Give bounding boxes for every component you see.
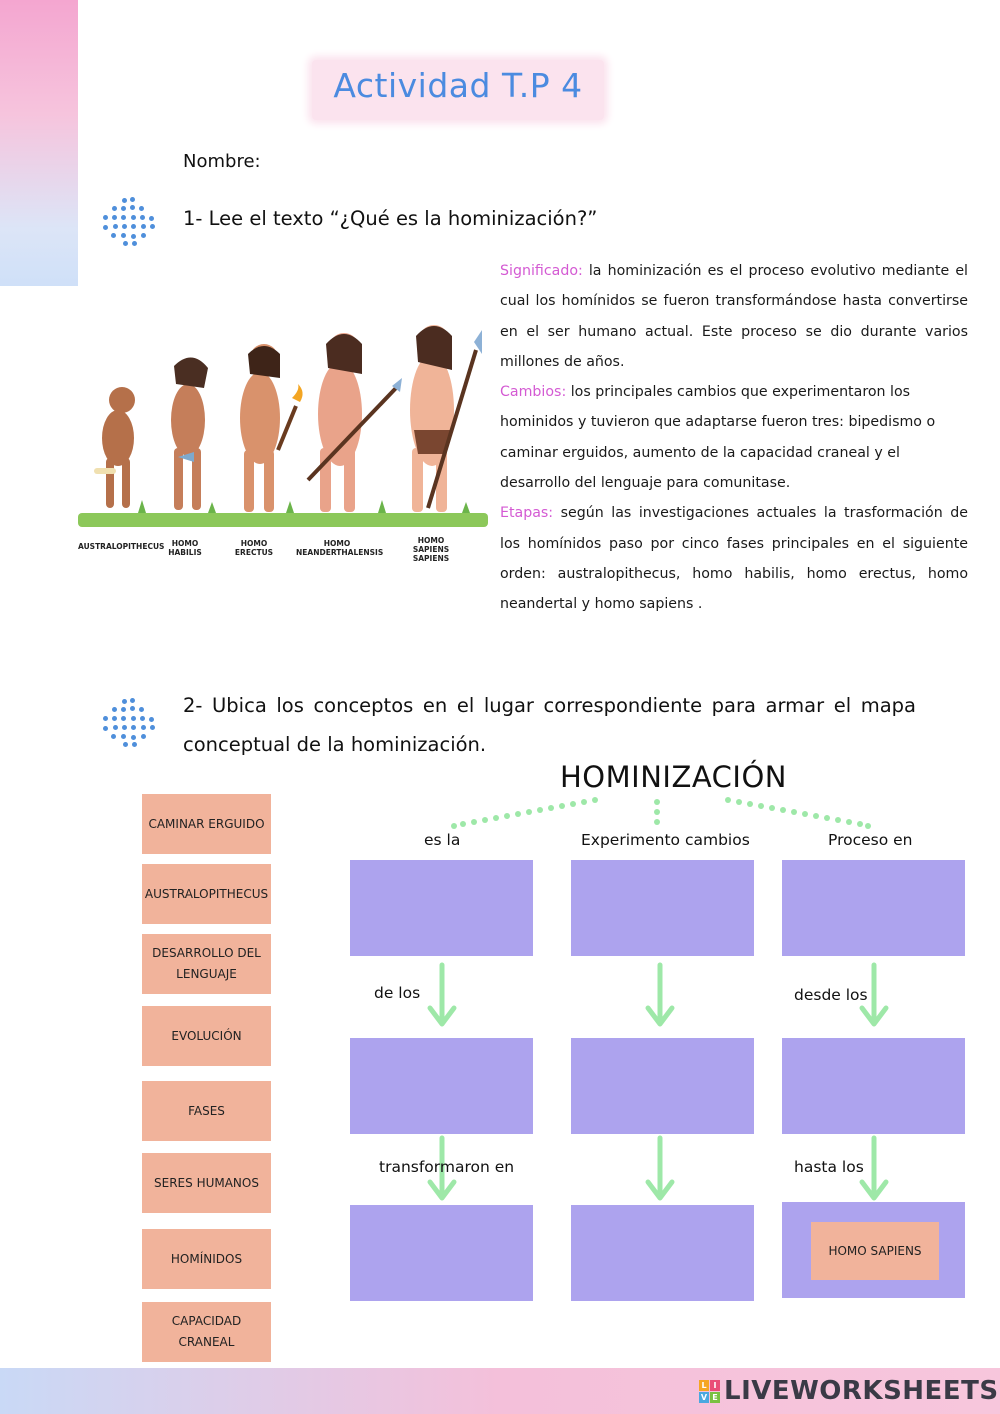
branch-label: Experimento cambios <box>581 831 750 849</box>
branch-label: es la <box>424 831 461 849</box>
footer-brand[interactable]: LIVEWORKSHEETS <box>724 1376 999 1406</box>
evolution-label: HOMO HABILIS <box>168 539 202 557</box>
nombre-label: Nombre: <box>183 151 261 172</box>
concept-caminar-erguido[interactable]: CAMINAR ERGUIDO <box>142 794 271 854</box>
title-highlight <box>312 60 604 120</box>
dots-icon <box>100 196 160 248</box>
link-label: de los <box>374 984 421 1002</box>
drop-zone[interactable] <box>571 1038 754 1134</box>
map-connectors <box>427 797 889 1201</box>
placed-answer-homo-sapiens[interactable]: HOMO SAPIENS <box>811 1222 939 1280</box>
question-2: 2- Ubica los conceptos en el lugar corre… <box>183 694 916 756</box>
evolution-label: HOMO NEANDERTHALENSIS <box>296 539 384 557</box>
evolution-label: AUSTRALOPITHECUS <box>78 542 165 551</box>
paragraph-significado: Significado: la hominización es el proce… <box>500 256 968 377</box>
corner-decoration <box>0 0 78 286</box>
concept-desarrollo-del-lenguaje[interactable]: DESARROLLO DEL LENGUAJE <box>142 934 271 994</box>
paragraph-cambios: Cambios: los principales cambios que exp… <box>500 377 968 498</box>
map-title: HOMINIZACIÓN <box>560 760 787 794</box>
evolution-illustration: AUSTRALOPITHECUS HOMO HABILIS HOMO ERECT… <box>78 320 488 563</box>
concept-capacidad-craneal[interactable]: CAPACIDAD CRANEAL <box>142 1302 271 1362</box>
keyword-significado: Significado: <box>500 263 583 279</box>
keyword-etapas: Etapas: <box>500 505 554 522</box>
evolution-label: HOMO ERECTUS <box>234 539 274 557</box>
logo-letter: L <box>699 1380 709 1391</box>
drop-zone[interactable] <box>350 1205 533 1301</box>
link-label: transformaron en <box>379 1158 515 1176</box>
concept-hominidos[interactable]: HOMÍNIDOS <box>142 1229 271 1289</box>
logo-letter: I <box>710 1380 720 1391</box>
drop-zone[interactable] <box>350 1038 533 1134</box>
branch-label: Proceso en <box>828 831 913 849</box>
logo-letter: V <box>699 1392 709 1403</box>
concept-seres-humanos[interactable]: SERES HUMANOS <box>142 1153 271 1213</box>
keyword-cambios: Cambios: <box>500 384 567 401</box>
drop-zone[interactable] <box>782 1038 965 1134</box>
footer-bar <box>0 1368 1000 1414</box>
concept-australopithecus[interactable]: AUSTRALOPITHECUS <box>142 864 271 924</box>
text-etapas: según las investigaciones actuales la tr… <box>500 505 968 613</box>
drop-zone[interactable] <box>571 860 754 956</box>
drop-zone[interactable] <box>571 1205 754 1301</box>
text-cambios: los principales cambios que experimentar… <box>500 384 936 492</box>
link-label: hasta los <box>794 1158 864 1176</box>
link-label: desde los <box>794 986 868 1004</box>
drop-zone[interactable] <box>350 860 533 956</box>
paragraph-etapas: Etapas: según las investigaciones actual… <box>500 498 968 619</box>
concept-evolucion[interactable]: EVOLUCIÓN <box>142 1006 271 1066</box>
logo-letter: E <box>710 1392 720 1403</box>
text-significado: la hominización es el proceso evolutivo … <box>500 263 968 370</box>
concept-fases[interactable]: FASES <box>142 1081 271 1141</box>
liveworksheets-logo-icon: L I V E <box>699 1380 721 1404</box>
dots-icon <box>100 697 160 749</box>
page-title: Actividad T.P 4 <box>333 66 583 105</box>
evolution-label: HOMO SAPIENS SAPIENS <box>412 536 450 563</box>
reading-text: Significado: la hominización es el proce… <box>500 256 968 620</box>
drop-zone[interactable] <box>782 860 965 956</box>
question-1: 1- Lee el texto “¿Qué es la hominización… <box>183 207 598 230</box>
